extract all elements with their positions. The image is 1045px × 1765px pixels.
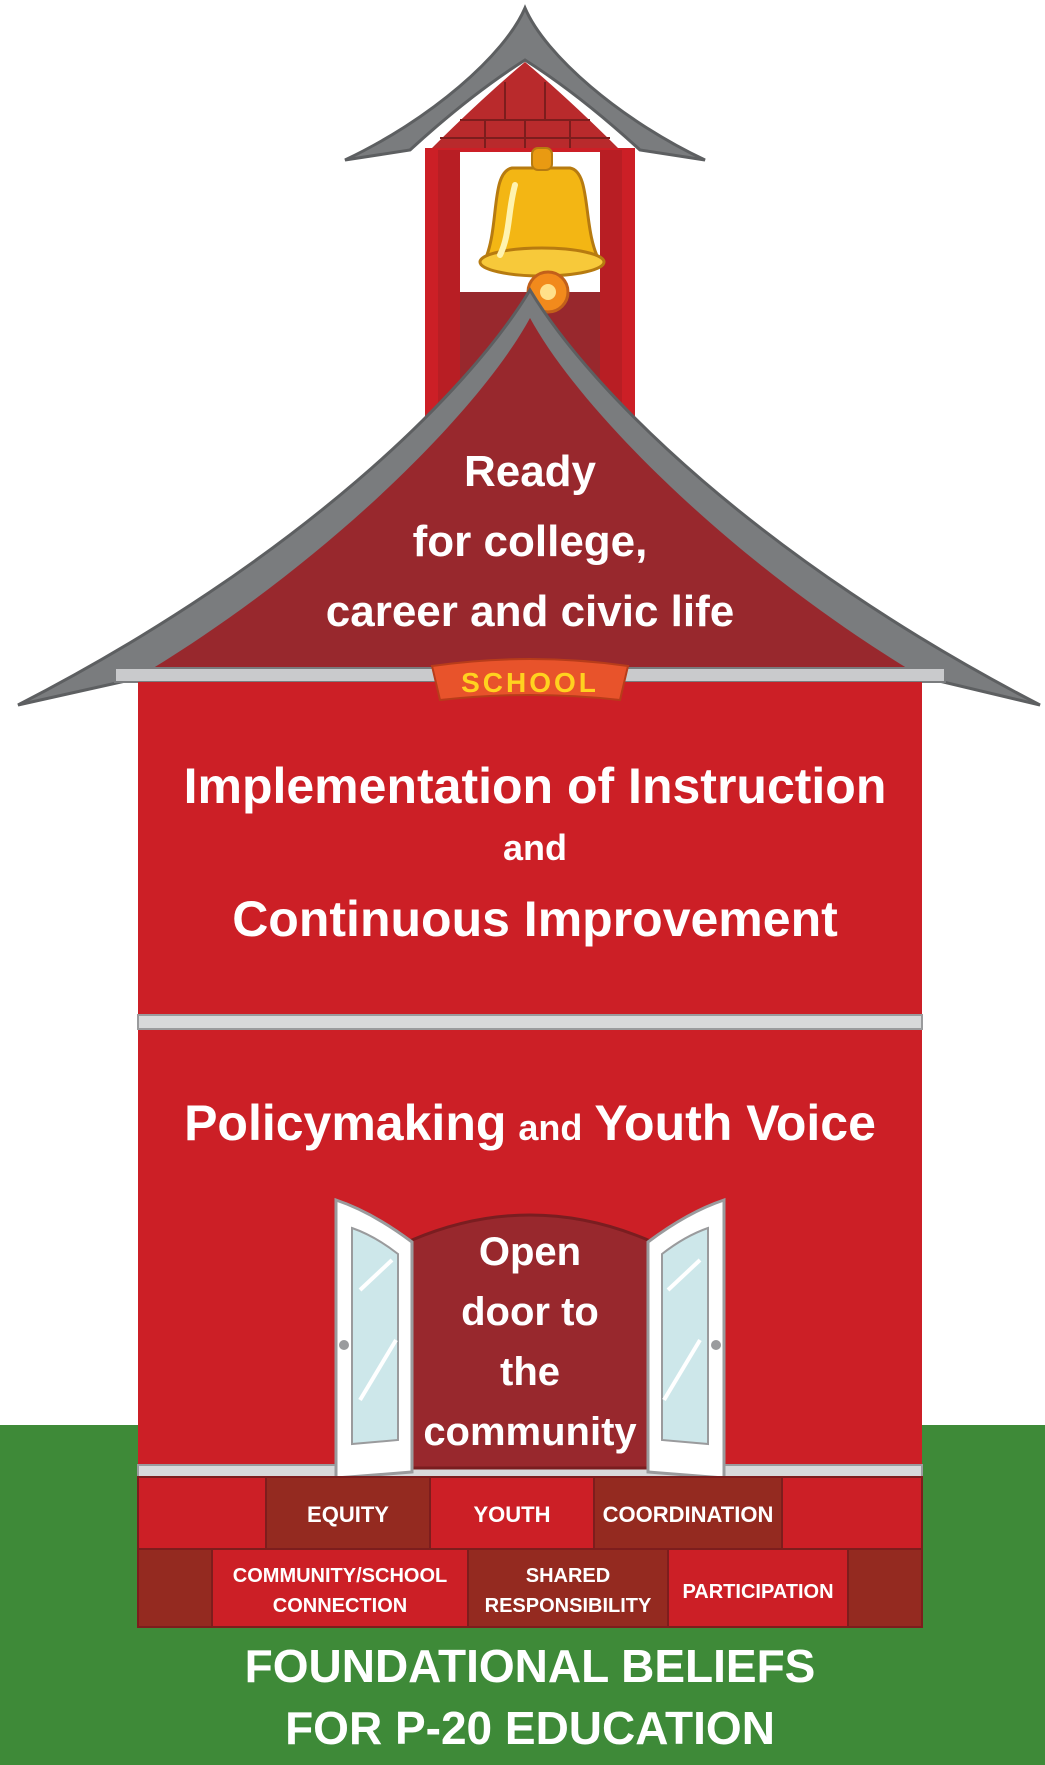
tower-roof	[344, 4, 706, 162]
tower-gable-bricks	[440, 82, 610, 150]
tower-pillar-left	[438, 150, 460, 428]
belief-community-school-line-2: CONNECTION	[273, 1595, 407, 1617]
belief-community-school-line-1: COMMUNITY/SCHOOL	[233, 1565, 447, 1587]
bell-icon	[478, 147, 606, 314]
middle-floor-line-1: Implementation of Instruction	[184, 758, 887, 814]
roof-line-3: career and civic life	[326, 587, 734, 636]
main-roof-gable	[150, 318, 910, 670]
door-line-3: the	[500, 1350, 560, 1394]
lower-floor-heading: Policymaking and Youth Voice	[184, 1095, 876, 1151]
tower-pillar-right	[600, 150, 622, 428]
belief-shared-responsibility-line-1: SHARED	[526, 1565, 610, 1587]
lower-floor-part-2: and	[518, 1107, 582, 1148]
middle-floor-line-3: Continuous Improvement	[232, 891, 838, 947]
door-line-2: door to	[461, 1290, 599, 1334]
school-sign-label: SCHOOL	[461, 667, 599, 698]
floor-divider	[137, 1014, 923, 1030]
school-sign: SCHOOL	[430, 658, 630, 702]
middle-floor-line-2: and	[503, 827, 567, 868]
foundation-row-1	[137, 1476, 923, 1550]
belief-equity: EQUITY	[307, 1502, 389, 1527]
open-door	[334, 1197, 726, 1480]
lower-floor-part-1: Policymaking	[184, 1095, 506, 1151]
lower-floor-part-3: Youth Voice	[594, 1095, 876, 1151]
door-line-1: Open	[479, 1230, 581, 1274]
ground-title-line-1: FOUNDATIONAL BELIEFS	[245, 1640, 816, 1692]
belief-shared-responsibility-line-2: RESPONSIBILITY	[485, 1595, 652, 1617]
door-line-4: community	[423, 1410, 637, 1454]
roof-line-1: Ready	[464, 447, 597, 496]
foundation-row-2	[137, 1548, 923, 1628]
ground-title-line-2: FOR P-20 EDUCATION	[285, 1702, 775, 1754]
belief-youth: YOUTH	[474, 1502, 551, 1527]
tower-gable	[430, 62, 620, 150]
roof-line-2: for college,	[413, 517, 648, 566]
belief-coordination: COORDINATION	[603, 1502, 774, 1527]
belief-participation: PARTICIPATION	[682, 1581, 833, 1603]
